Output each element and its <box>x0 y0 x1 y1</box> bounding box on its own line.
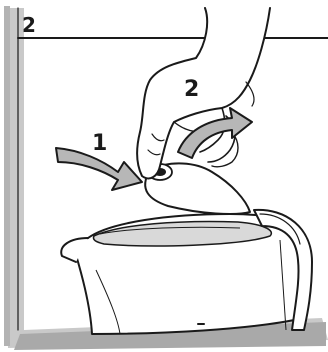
arrow-2: 2 <box>177 77 253 159</box>
arrow-1: 1 <box>55 131 143 191</box>
panel-frame <box>4 6 328 350</box>
step-number: 2 <box>22 13 36 37</box>
hand <box>136 7 271 180</box>
arrow-1-label: 1 <box>92 131 107 156</box>
kettle-lid <box>144 162 251 215</box>
kettle <box>60 208 313 335</box>
arrow-2-label: 2 <box>184 77 199 102</box>
